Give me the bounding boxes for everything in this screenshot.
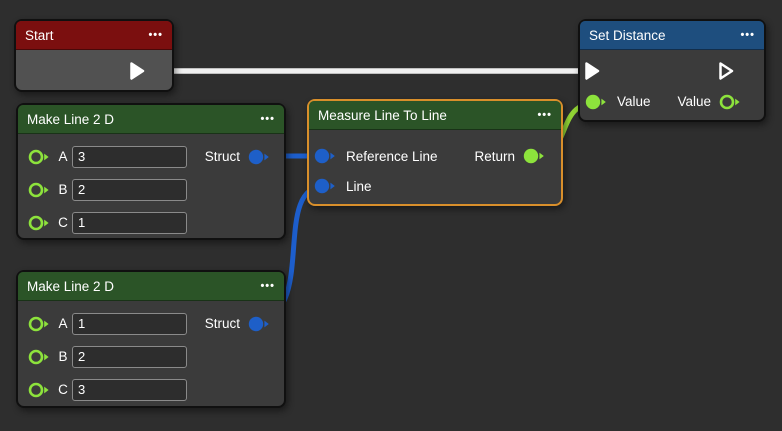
- node-header[interactable]: Make Line 2 D •••: [18, 105, 284, 134]
- value-input-pin-icon[interactable]: [26, 381, 50, 399]
- node-make-line-2d-top[interactable]: Make Line 2 D ••• A Struct B: [16, 103, 286, 240]
- node-menu-icon[interactable]: •••: [148, 28, 163, 41]
- pin-row-b: B: [18, 340, 284, 373]
- pin-row-b: B: [18, 173, 284, 206]
- pin-row-a: A Struct: [18, 307, 284, 340]
- node-header[interactable]: Make Line 2 D •••: [18, 272, 284, 301]
- value-input-pin-icon[interactable]: [26, 181, 50, 199]
- node-measure-line-to-line[interactable]: Measure Line To Line ••• Reference Line …: [307, 99, 563, 206]
- node-menu-icon[interactable]: •••: [740, 28, 755, 41]
- struct-output: Struct: [205, 148, 284, 166]
- node-title: Measure Line To Line: [318, 107, 447, 123]
- exec-output: [717, 60, 764, 82]
- node-body: Value Value: [580, 50, 764, 117]
- input-label-a: A: [58, 149, 68, 164]
- return-output-pin-icon[interactable]: [521, 147, 545, 165]
- node-body: A Struct B C: [18, 134, 284, 239]
- value-output: Value: [677, 93, 764, 111]
- input-label-value: Value: [617, 94, 651, 109]
- value-field-a[interactable]: [72, 312, 187, 335]
- struct-output-pin-icon[interactable]: [246, 315, 270, 333]
- node-menu-icon[interactable]: •••: [260, 279, 275, 292]
- exec-row: [580, 55, 764, 86]
- input-label-b: B: [58, 349, 68, 364]
- node-make-line-2d-bottom[interactable]: Make Line 2 D ••• A Struct B: [16, 270, 286, 408]
- value-row: Value Value: [580, 86, 764, 117]
- input-label-c: C: [58, 382, 68, 397]
- node-start[interactable]: Start •••: [14, 19, 174, 92]
- value-input-pin-icon[interactable]: [26, 214, 50, 232]
- node-header[interactable]: Set Distance •••: [580, 21, 764, 50]
- struct-output-pin-icon[interactable]: [246, 148, 270, 166]
- node-header[interactable]: Measure Line To Line •••: [309, 101, 561, 130]
- node-body: Reference Line Return Line: [309, 130, 561, 201]
- pin-row-c: C: [18, 206, 284, 239]
- return-output: Return: [474, 147, 561, 165]
- node-set-distance[interactable]: Set Distance ••• Value Value: [578, 19, 766, 122]
- node-title: Make Line 2 D: [27, 111, 115, 127]
- value-input-pin-icon[interactable]: [583, 93, 607, 111]
- value-field-b[interactable]: [72, 345, 187, 368]
- node-menu-icon[interactable]: •••: [260, 112, 275, 125]
- line-input-pin-icon[interactable]: [312, 147, 336, 165]
- line-input-pin-icon[interactable]: [312, 177, 336, 195]
- input-label-b: B: [58, 182, 68, 197]
- value-input-pin-icon[interactable]: [26, 148, 50, 166]
- pin-row-reference-line: Reference Line Return: [309, 141, 561, 171]
- output-label-value: Value: [677, 94, 711, 109]
- input-label-reference-line: Reference Line: [346, 148, 438, 164]
- node-title: Set Distance: [589, 27, 666, 43]
- value-field-c[interactable]: [72, 378, 187, 401]
- pin-row-c: C: [18, 373, 284, 406]
- value-input-pin-icon[interactable]: [26, 315, 50, 333]
- exec-output-pin[interactable]: [717, 60, 735, 82]
- node-start-body: [16, 50, 172, 92]
- output-label-return: Return: [474, 148, 515, 164]
- output-label-struct: Struct: [204, 149, 240, 164]
- input-label-line: Line: [346, 178, 372, 194]
- output-label-struct: Struct: [204, 316, 240, 331]
- pin-row-line: Line: [309, 171, 561, 201]
- node-start-header[interactable]: Start •••: [16, 21, 172, 50]
- input-label-c: C: [58, 215, 68, 230]
- exec-input-pin[interactable]: [583, 60, 601, 82]
- exec-output-pin[interactable]: [128, 60, 146, 82]
- value-input-pin-icon[interactable]: [26, 348, 50, 366]
- node-title: Make Line 2 D: [27, 278, 115, 294]
- struct-output: Struct: [205, 315, 284, 333]
- input-label-a: A: [58, 316, 68, 331]
- pin-row-a: A Struct: [18, 140, 284, 173]
- node-menu-icon[interactable]: •••: [537, 108, 552, 121]
- value-field-a[interactable]: [72, 145, 187, 168]
- node-body: A Struct B C: [18, 301, 284, 406]
- value-field-c[interactable]: [72, 211, 187, 234]
- node-title: Start: [25, 27, 54, 43]
- value-field-b[interactable]: [72, 178, 187, 201]
- value-output-pin-icon[interactable]: [717, 93, 741, 111]
